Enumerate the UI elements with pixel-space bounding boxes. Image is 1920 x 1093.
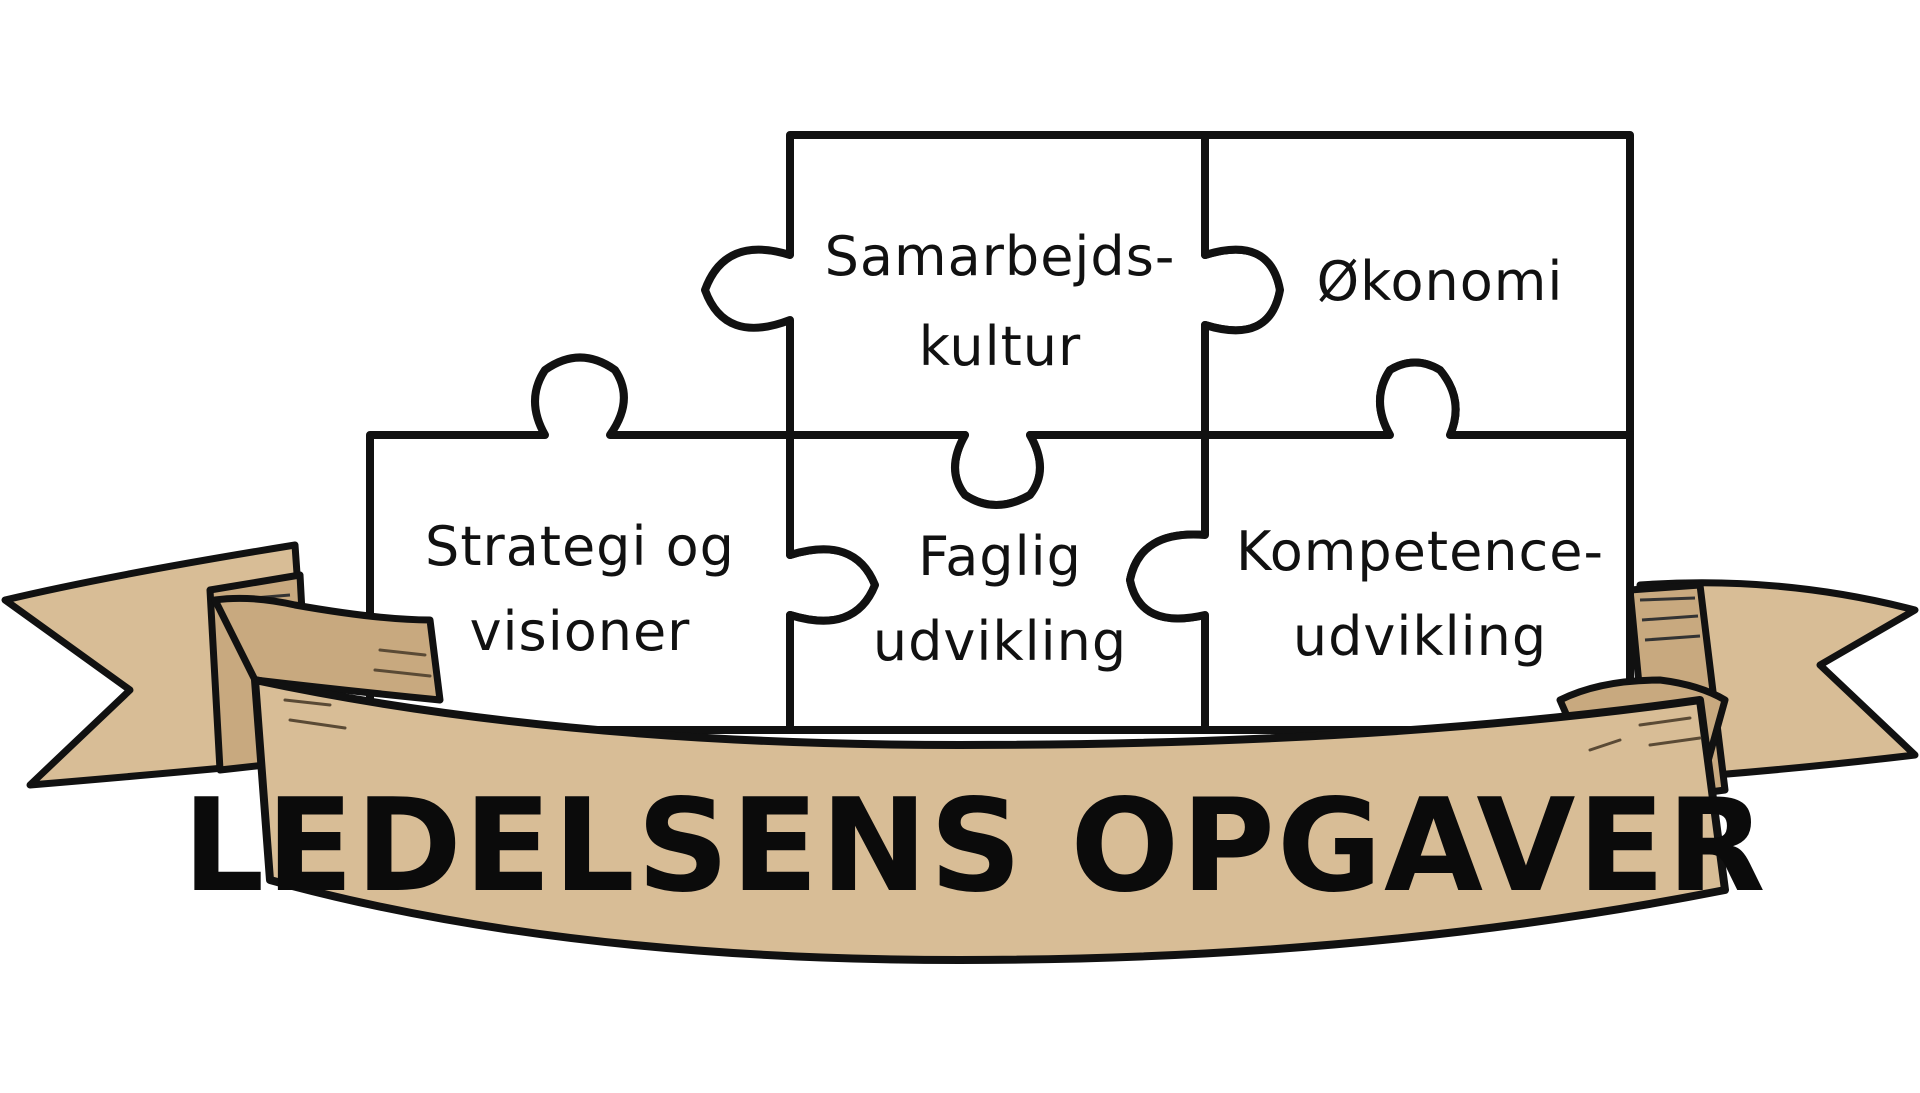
piece-label-faglig-line1: Faglig: [918, 525, 1082, 588]
piece-label-faglig-line2: udvikling: [873, 610, 1127, 673]
puzzle-piece-kompetence: [1126, 358, 1634, 734]
piece-label-samarbejdskultur-line2: kultur: [919, 315, 1081, 378]
puzzle: [366, 131, 1634, 734]
ribbon-banner: LEDELSENS OPGAVER: [183, 594, 1768, 964]
banner-title: LEDELSENS OPGAVER: [183, 772, 1768, 921]
puzzle-labels: Samarbejds- kultur Økonomi Strategi og v…: [425, 225, 1604, 673]
piece-label-strategi-line2: visioner: [470, 600, 691, 663]
piece-label-okonomi: Økonomi: [1317, 250, 1564, 313]
piece-label-samarbejdskultur-line1: Samarbejds-: [825, 225, 1176, 288]
piece-label-kompetence-line1: Kompetence-: [1236, 520, 1604, 583]
piece-label-strategi-line1: Strategi og: [425, 515, 735, 578]
piece-label-kompetence-line2: udvikling: [1293, 605, 1547, 668]
